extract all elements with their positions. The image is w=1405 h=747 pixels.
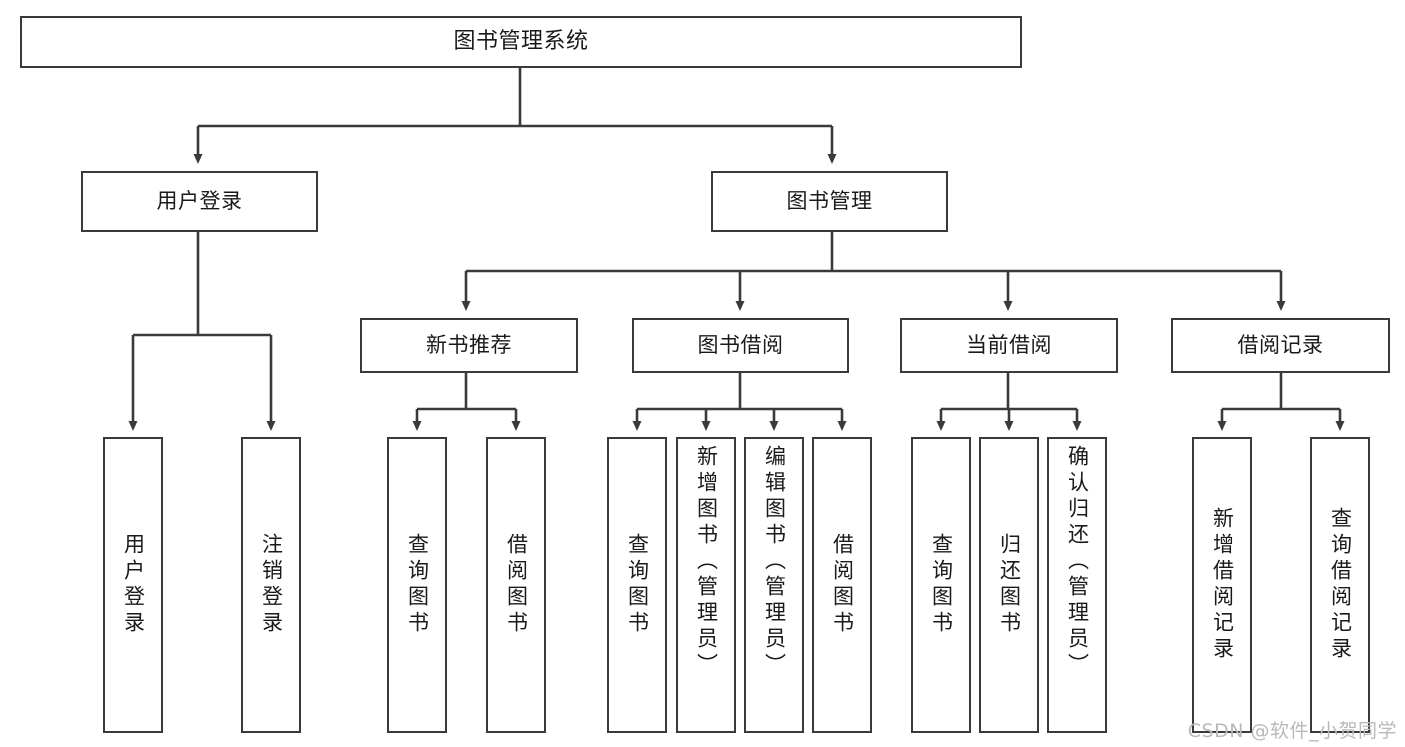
node-label: 借阅记录 xyxy=(1237,333,1324,358)
node-label: 借阅图书 xyxy=(504,533,529,637)
node-user-login[interactable]: 用户登录 xyxy=(81,171,318,232)
node-leaf-query-book-recommend[interactable]: 查询图书 xyxy=(387,437,447,733)
node-leaf-add-book-admin[interactable]: 新增图书（管理员） xyxy=(676,437,736,733)
node-leaf-user-login[interactable]: 用户登录 xyxy=(103,437,163,733)
node-label: 编辑图书（管理员） xyxy=(762,445,787,679)
node-book-borrowing[interactable]: 图书借阅 xyxy=(632,318,849,373)
node-leaf-confirm-return-admin[interactable]: 确认归还（管理员） xyxy=(1047,437,1107,733)
node-label: 借阅图书 xyxy=(830,533,855,637)
node-label: 确认归还（管理员） xyxy=(1065,445,1090,679)
node-borrowing-record[interactable]: 借阅记录 xyxy=(1171,318,1390,373)
node-label: 用户登录 xyxy=(156,189,243,214)
node-label: 注销登录 xyxy=(259,533,284,637)
node-leaf-query-book-current[interactable]: 查询图书 xyxy=(911,437,971,733)
node-label: 用户登录 xyxy=(121,533,146,637)
node-leaf-edit-book-admin[interactable]: 编辑图书（管理员） xyxy=(744,437,804,733)
node-label: 新增借阅记录 xyxy=(1210,507,1235,663)
csdn-watermark: CSDN @软件_小贺同学 xyxy=(1187,720,1397,742)
node-label: 新增图书（管理员） xyxy=(694,445,719,679)
node-root-book-management-system[interactable]: 图书管理系统 xyxy=(20,16,1022,68)
node-label: 查询借阅记录 xyxy=(1328,507,1353,663)
node-label: 图书管理 xyxy=(786,189,873,214)
node-label: 图书借阅 xyxy=(697,333,784,358)
node-label: 查询图书 xyxy=(625,533,650,637)
node-leaf-query-borrow-record[interactable]: 查询借阅记录 xyxy=(1310,437,1370,733)
node-leaf-add-borrow-record[interactable]: 新增借阅记录 xyxy=(1192,437,1252,733)
node-current-borrowing[interactable]: 当前借阅 xyxy=(900,318,1118,373)
node-label: 查询图书 xyxy=(929,533,954,637)
node-leaf-borrow-book[interactable]: 借阅图书 xyxy=(812,437,872,733)
node-label: 归还图书 xyxy=(997,533,1022,637)
node-label: 当前借阅 xyxy=(966,333,1052,358)
node-leaf-borrow-book-recommend[interactable]: 借阅图书 xyxy=(486,437,546,733)
node-leaf-query-book-borrow[interactable]: 查询图书 xyxy=(607,437,667,733)
node-label: 图书管理系统 xyxy=(453,29,589,55)
node-label: 查询图书 xyxy=(405,533,430,637)
node-leaf-return-book[interactable]: 归还图书 xyxy=(979,437,1039,733)
node-book-management[interactable]: 图书管理 xyxy=(711,171,948,232)
node-label: 新书推荐 xyxy=(426,333,512,358)
node-new-book-recommendation[interactable]: 新书推荐 xyxy=(360,318,578,373)
node-leaf-logout[interactable]: 注销登录 xyxy=(241,437,301,733)
